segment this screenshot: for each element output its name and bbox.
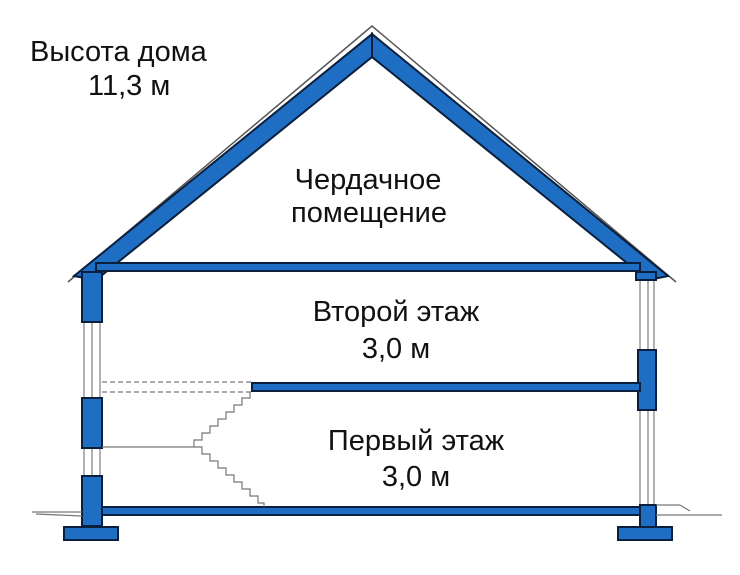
- house-height-title: Высота дома: [30, 36, 207, 68]
- second-floor-label: Второй этаж: [312, 296, 480, 328]
- right-wall: [635, 271, 657, 528]
- left-wall: [81, 271, 103, 527]
- first-floor-label: Первый этаж: [327, 425, 505, 457]
- first-floor-height: 3,0 м: [381, 461, 451, 493]
- attic-floor-slab: [95, 262, 641, 272]
- second-floor-height: 3,0 м: [361, 333, 431, 365]
- first-floor-slab: [101, 506, 641, 516]
- ground-lines: [32, 504, 722, 517]
- stair-opening-lines: [102, 381, 252, 393]
- attic-room-label-line2: помещение: [291, 197, 447, 229]
- house-height-value: 11,3 м: [88, 70, 171, 102]
- staircase: [102, 392, 265, 507]
- second-floor-slab: [251, 382, 641, 392]
- roof-right-rafter: [371, 31, 671, 282]
- wall-edge-lines: [83, 280, 655, 505]
- attic-room-label: Чердачное: [294, 164, 442, 196]
- foundations: [63, 526, 673, 541]
